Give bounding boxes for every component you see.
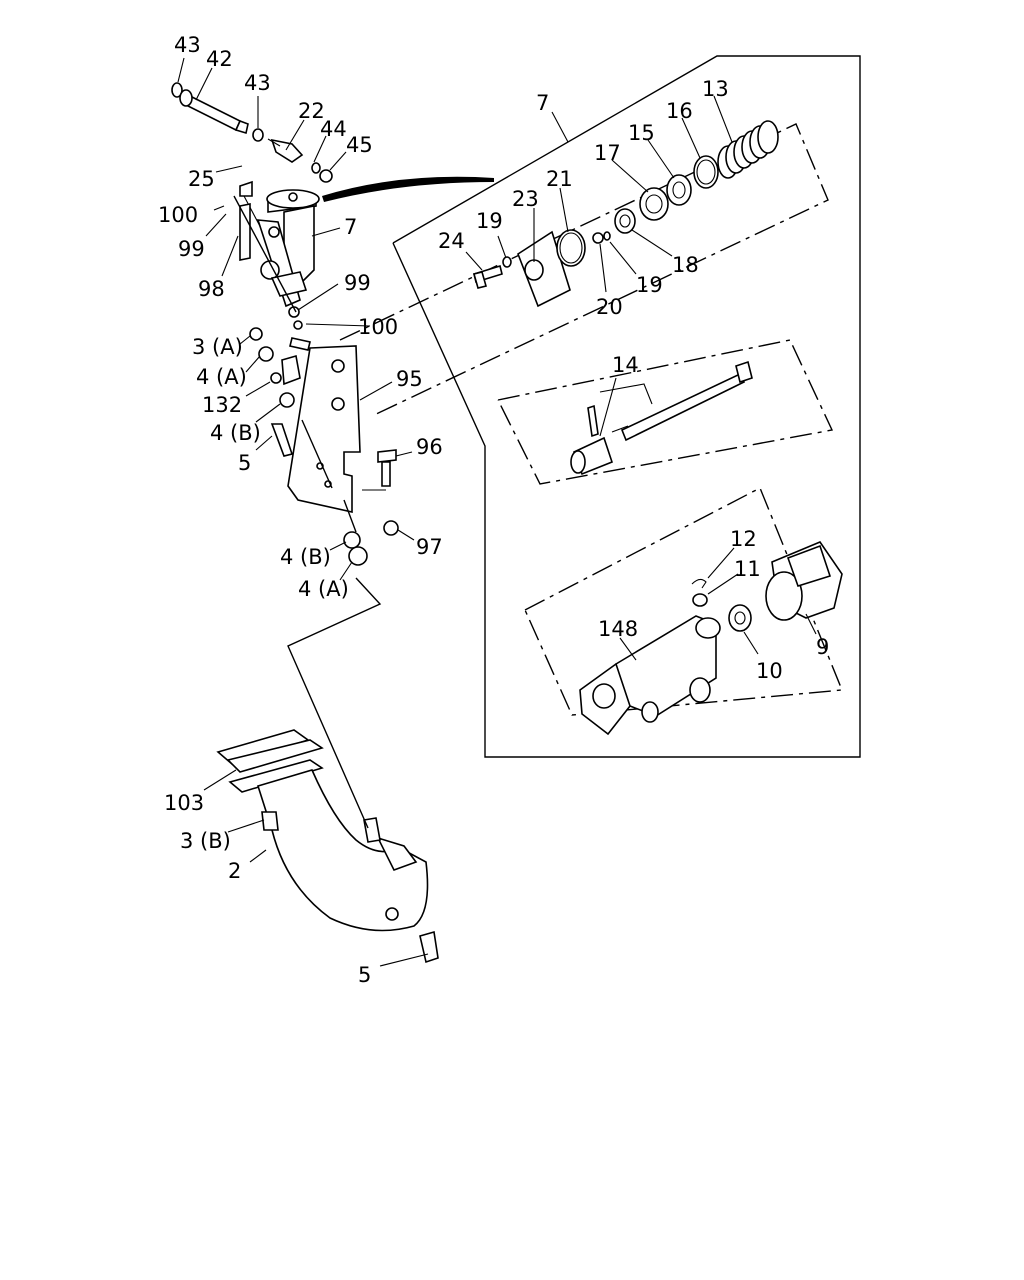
callout-132: 132 — [202, 393, 242, 417]
callout-13: 13 — [702, 77, 729, 101]
callout-100-right: 100 — [358, 315, 398, 339]
callout-43: 43 — [244, 71, 271, 95]
callout-45: 45 — [346, 133, 373, 157]
detail-cylinder-body — [579, 541, 843, 736]
callout-100-left: 100 — [158, 203, 198, 227]
detail-panel — [339, 55, 861, 758]
callout-3b: 3 (B) — [180, 829, 231, 853]
callout-19-right: 19 — [636, 273, 663, 297]
callout-9: 9 — [816, 635, 829, 659]
callout-25: 25 — [188, 167, 215, 191]
detail-top-row — [473, 120, 779, 308]
callout-95: 95 — [396, 367, 423, 391]
callout-19-left: 19 — [476, 209, 503, 233]
pedal-bracket — [239, 203, 308, 330]
callout-4b-lower: 4 (B) — [280, 545, 331, 569]
callout-103: 103 — [164, 791, 204, 815]
callout-4a: 4 (A) — [196, 365, 247, 389]
callout-11: 11 — [734, 557, 761, 581]
callout-12: 12 — [730, 527, 757, 551]
callout-15: 15 — [628, 121, 655, 145]
callout-7-detail: 7 — [536, 91, 549, 115]
hose-assembly — [171, 82, 333, 183]
callout-24: 24 — [438, 229, 465, 253]
linkage-line — [287, 577, 382, 829]
callout-labels: 43 42 43 22 44 45 25 100 99 98 7 99 100 … — [158, 33, 829, 987]
callout-97: 97 — [416, 535, 443, 559]
callout-23: 23 — [512, 187, 539, 211]
spring — [717, 120, 779, 179]
reference-arrow — [322, 176, 494, 202]
callout-4b: 4 (B) — [210, 421, 261, 445]
master-cylinder — [239, 180, 320, 285]
callout-16: 16 — [666, 99, 693, 123]
bolt-and-nut — [343, 449, 399, 566]
callout-99-right: 99 — [344, 271, 371, 295]
main-bracket — [249, 327, 361, 513]
callout-18: 18 — [672, 253, 699, 277]
leader-lines — [177, 57, 817, 967]
callout-7-upper: 7 — [344, 215, 357, 239]
callout-43-top: 43 — [174, 33, 201, 57]
outlet-pipe — [216, 729, 439, 964]
detail-push-rod — [570, 360, 753, 476]
callout-44: 44 — [320, 117, 347, 141]
callout-22: 22 — [298, 99, 325, 123]
callout-96: 96 — [416, 435, 443, 459]
callout-42: 42 — [206, 47, 233, 71]
callout-3a: 3 (A) — [192, 335, 243, 359]
callout-2: 2 — [228, 859, 241, 883]
callout-148: 148 — [598, 617, 638, 641]
callout-5-lower: 5 — [358, 963, 371, 987]
callout-21: 21 — [546, 167, 573, 191]
callout-14: 14 — [612, 353, 639, 377]
callout-4a-lower: 4 (A) — [298, 577, 349, 601]
callout-5-upper: 5 — [238, 451, 251, 475]
callout-99-left: 99 — [178, 237, 205, 261]
callout-10: 10 — [756, 659, 783, 683]
callout-20: 20 — [596, 295, 623, 319]
callout-98: 98 — [198, 277, 225, 301]
callout-17: 17 — [594, 141, 621, 165]
